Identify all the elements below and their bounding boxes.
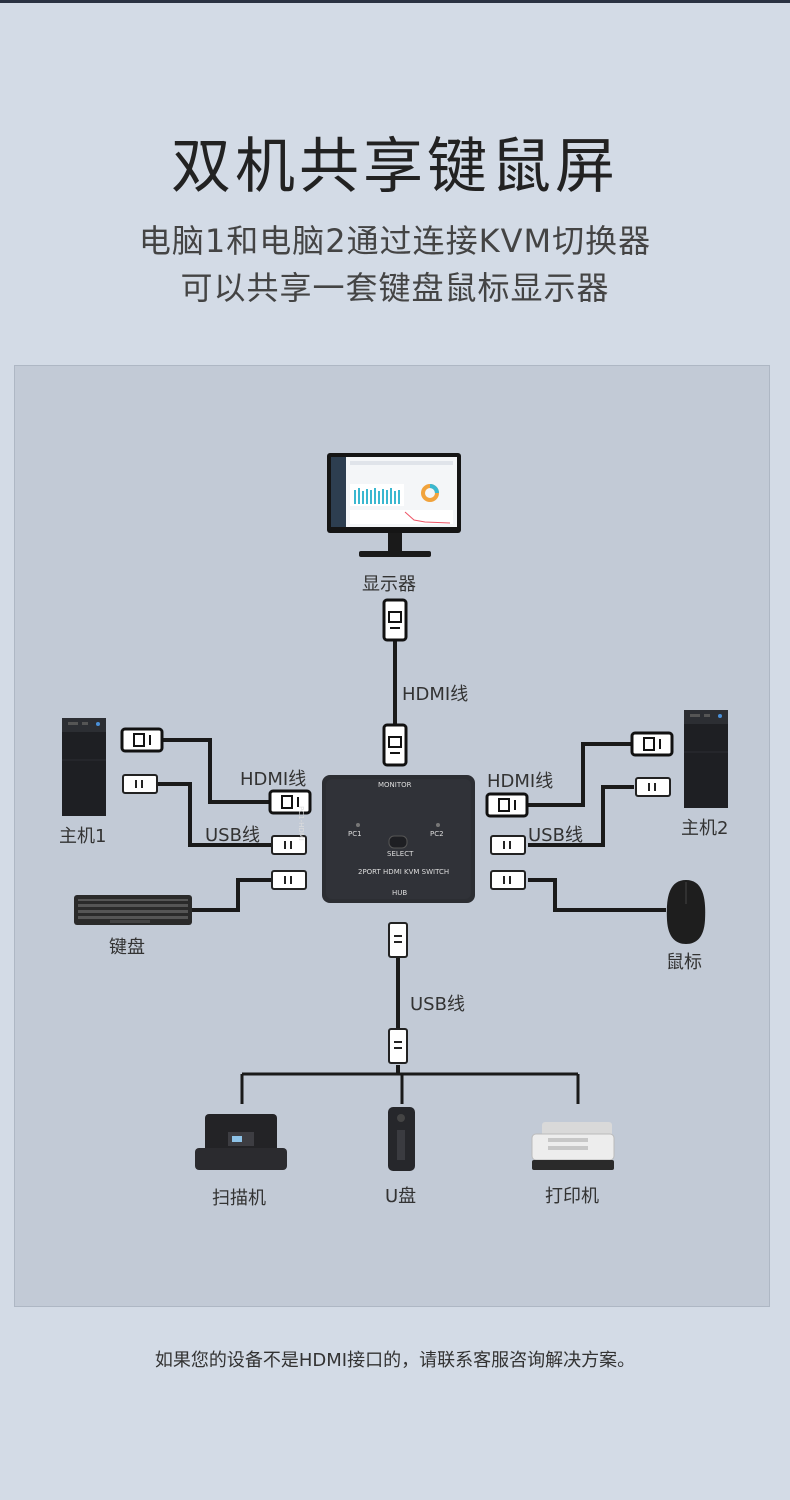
label-keyboard: 键盘 — [109, 937, 145, 958]
scanner-icon — [195, 1114, 287, 1170]
monitor-icon — [327, 453, 461, 557]
udisk-icon — [388, 1107, 415, 1171]
hdmi-connector-switch-right — [485, 792, 529, 818]
label-usb-cable-bottom: USB线 — [410, 994, 465, 1015]
top-border — [0, 0, 790, 3]
hdmi-connector-pc2 — [630, 731, 674, 757]
label-usb-cable-right: USB线 — [528, 825, 583, 846]
switch-hub-label: HUB — [392, 889, 408, 897]
label-hdmi-cable-top: HDMI线 — [402, 684, 469, 705]
label-pc2: 主机2 — [681, 818, 729, 839]
hdmi-connector-switch-top — [382, 723, 408, 767]
label-pc1: 主机1 — [59, 826, 107, 847]
footer-note: 如果您的设备不是HDMI接口的，请联系客服咨询解决方案。 — [154, 1350, 636, 1371]
switch-monitor-port-label: MONITOR — [378, 781, 412, 789]
switch-pc2-led-label: PC2 — [430, 830, 444, 838]
label-scanner: 扫描机 — [212, 1188, 266, 1209]
usb-connector-switch-ms — [271, 870, 307, 890]
usb-connector-switch-kb — [490, 870, 526, 890]
switch-select-label: SELECT — [387, 850, 414, 858]
label-monitor: 显示器 — [362, 574, 416, 595]
hdmi-connector-monitor — [382, 598, 408, 642]
label-hdmi-cable-left: HDMI线 — [240, 769, 307, 790]
switch-pc1-led-label: PC1 — [348, 830, 362, 838]
keyboard-icon — [74, 895, 192, 925]
usb-connector-switch-hub — [388, 922, 408, 958]
switch-pc1-hdmi-label: PC1-HDMI — [297, 806, 305, 841]
pc2-tower-icon — [684, 710, 728, 808]
label-usb-cable-left: USB线 — [205, 825, 260, 846]
hdmi-connector-pc1 — [120, 727, 164, 753]
label-hdmi-cable-right: HDMI线 — [487, 771, 554, 792]
subtitle-line2: 可以共享一套键盘鼠标显示器 — [180, 269, 610, 307]
label-mouse: 鼠标 — [666, 952, 702, 973]
usb-hub-bus — [240, 1072, 580, 1104]
page-title: 双机共享键鼠屏 — [171, 132, 619, 202]
label-udisk: U盘 — [385, 1186, 417, 1207]
usb-connector-hub-end — [388, 1028, 408, 1064]
switch-model-label: 2PORT HDMI KVM SWITCH — [358, 868, 450, 876]
usb-connector-switch-right — [490, 835, 526, 855]
subtitle-line1: 电脑1和电脑2通过连接KVM切换器 — [138, 222, 652, 260]
pc1-tower-icon — [62, 718, 106, 816]
usb-connector-pc2 — [635, 777, 671, 797]
label-printer: 打印机 — [545, 1186, 599, 1207]
printer-icon — [531, 1122, 615, 1170]
kvm-switch-device — [322, 775, 475, 903]
mouse-icon — [666, 880, 706, 944]
usb-connector-pc1 — [122, 774, 158, 794]
cables — [158, 640, 666, 1074]
